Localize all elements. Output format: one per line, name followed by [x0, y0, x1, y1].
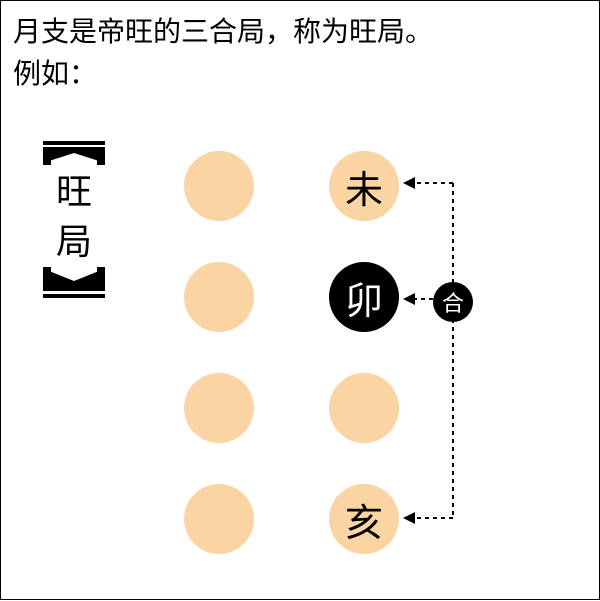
arrow-to-mao-icon — [403, 293, 415, 305]
left-circle-1 — [184, 151, 254, 221]
combine-label-badge: 合 — [433, 282, 473, 322]
wangju-badge: 旺 局 — [43, 141, 105, 299]
arrow-to-wei-icon — [403, 177, 415, 189]
right-circle-3 — [329, 373, 399, 443]
arrow-to-hai-icon — [403, 512, 415, 524]
right-circle-wei: 未 — [329, 151, 399, 221]
right-circle-hai: 亥 — [329, 484, 399, 554]
intro-text: 月支是帝旺的三合局，称为旺局。 例如： — [13, 11, 593, 95]
intro-line-2: 例如： — [13, 57, 98, 90]
badge-char-ju: 局 — [55, 222, 92, 263]
right-circle-mao-highlighted: 卯 — [329, 262, 399, 332]
badge-char-wang: 旺 — [55, 172, 92, 213]
intro-line-1: 月支是帝旺的三合局，称为旺局。 — [13, 15, 434, 48]
left-circle-4 — [184, 484, 254, 554]
left-circle-3 — [184, 373, 254, 443]
left-circle-2 — [184, 262, 254, 332]
badge-bracket-shape — [43, 141, 105, 298]
